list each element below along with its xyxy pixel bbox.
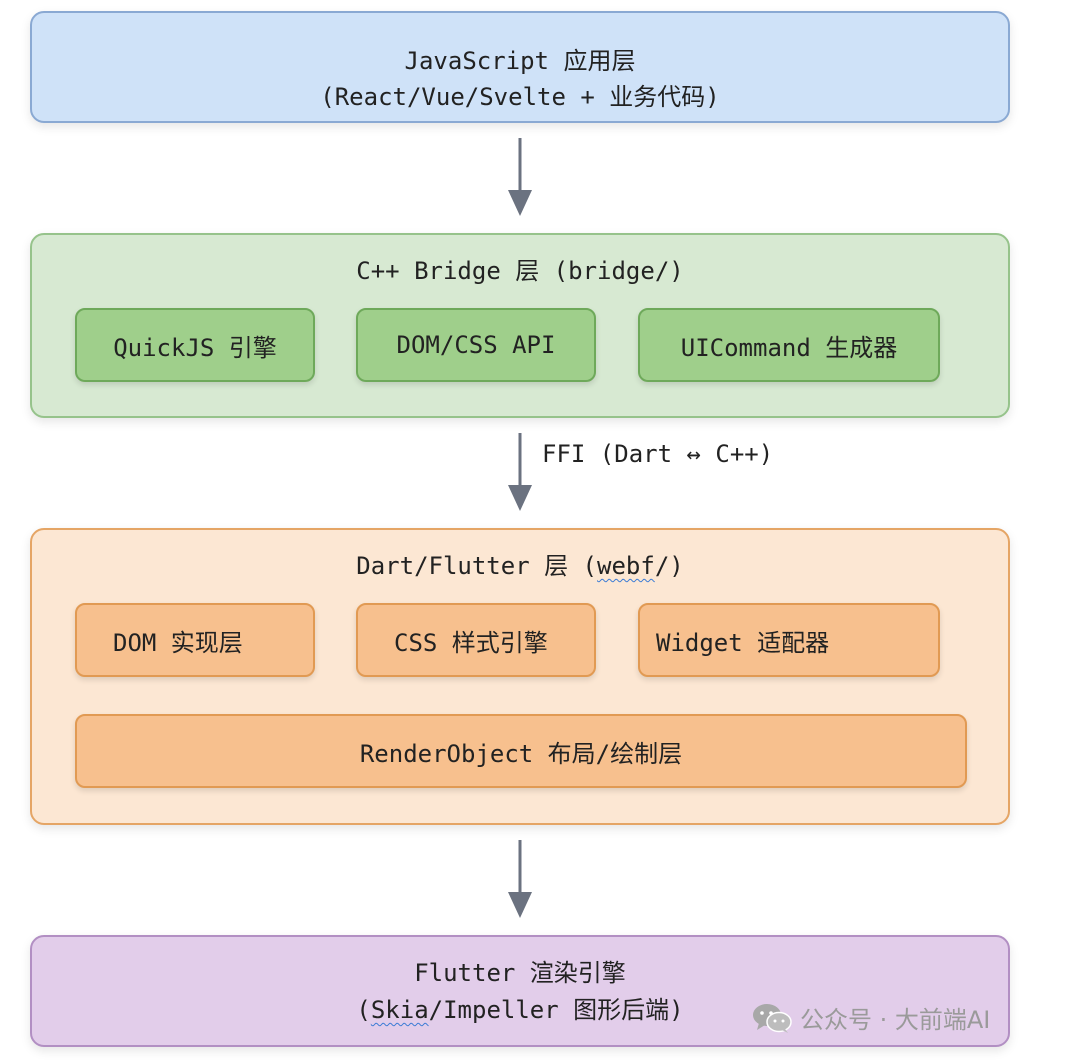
watermark-text: 公众号 · 大前端AI bbox=[800, 1006, 991, 1034]
css-style-engine-box: CSS 样式引擎 bbox=[356, 603, 596, 677]
dom-css-api-box: DOM/CSS API bbox=[356, 308, 596, 382]
uicommand-generator-box: UICommand 生成器 bbox=[638, 308, 940, 382]
js-layer-title: JavaScript 应用层 bbox=[404, 47, 636, 75]
widget-adapter-box: Widget 适配器 bbox=[638, 603, 940, 677]
flutter-layer-subtitle: (Skia/Impeller 图形后端) bbox=[356, 996, 684, 1024]
ffi-label: FFI (Dart ↔ C++) bbox=[542, 440, 774, 468]
watermark: 公众号 · 大前端AI bbox=[752, 1000, 990, 1035]
down-arrow-icon bbox=[508, 840, 532, 918]
dart-flutter-layer: Dart/Flutter 层 (webf/) DOM 实现层 CSS 样式引擎 … bbox=[30, 528, 1010, 825]
js-layer-subtitle: (React/Vue/Svelte + 业务代码) bbox=[320, 83, 720, 111]
javascript-app-layer: JavaScript 应用层 (React/Vue/Svelte + 业务代码) bbox=[30, 11, 1010, 123]
down-arrow-icon bbox=[508, 138, 532, 216]
flutter-render-engine-layer: Flutter 渲染引擎 (Skia/Impeller 图形后端) bbox=[30, 935, 1010, 1047]
bridge-layer-title: C++ Bridge 层 (bridge/) bbox=[356, 257, 684, 285]
renderobject-layer-box: RenderObject 布局/绘制层 bbox=[75, 714, 967, 788]
cpp-bridge-layer: C++ Bridge 层 (bridge/) QuickJS 引擎 DOM/CS… bbox=[30, 233, 1010, 418]
wechat-icon bbox=[753, 1003, 792, 1033]
dart-layer-title: Dart/Flutter 层 (webf/) bbox=[356, 552, 684, 580]
flutter-layer-title: Flutter 渲染引擎 bbox=[414, 959, 626, 987]
quickjs-engine-box: QuickJS 引擎 bbox=[75, 308, 315, 382]
dom-impl-box: DOM 实现层 bbox=[75, 603, 315, 677]
down-arrow-icon bbox=[508, 433, 532, 511]
